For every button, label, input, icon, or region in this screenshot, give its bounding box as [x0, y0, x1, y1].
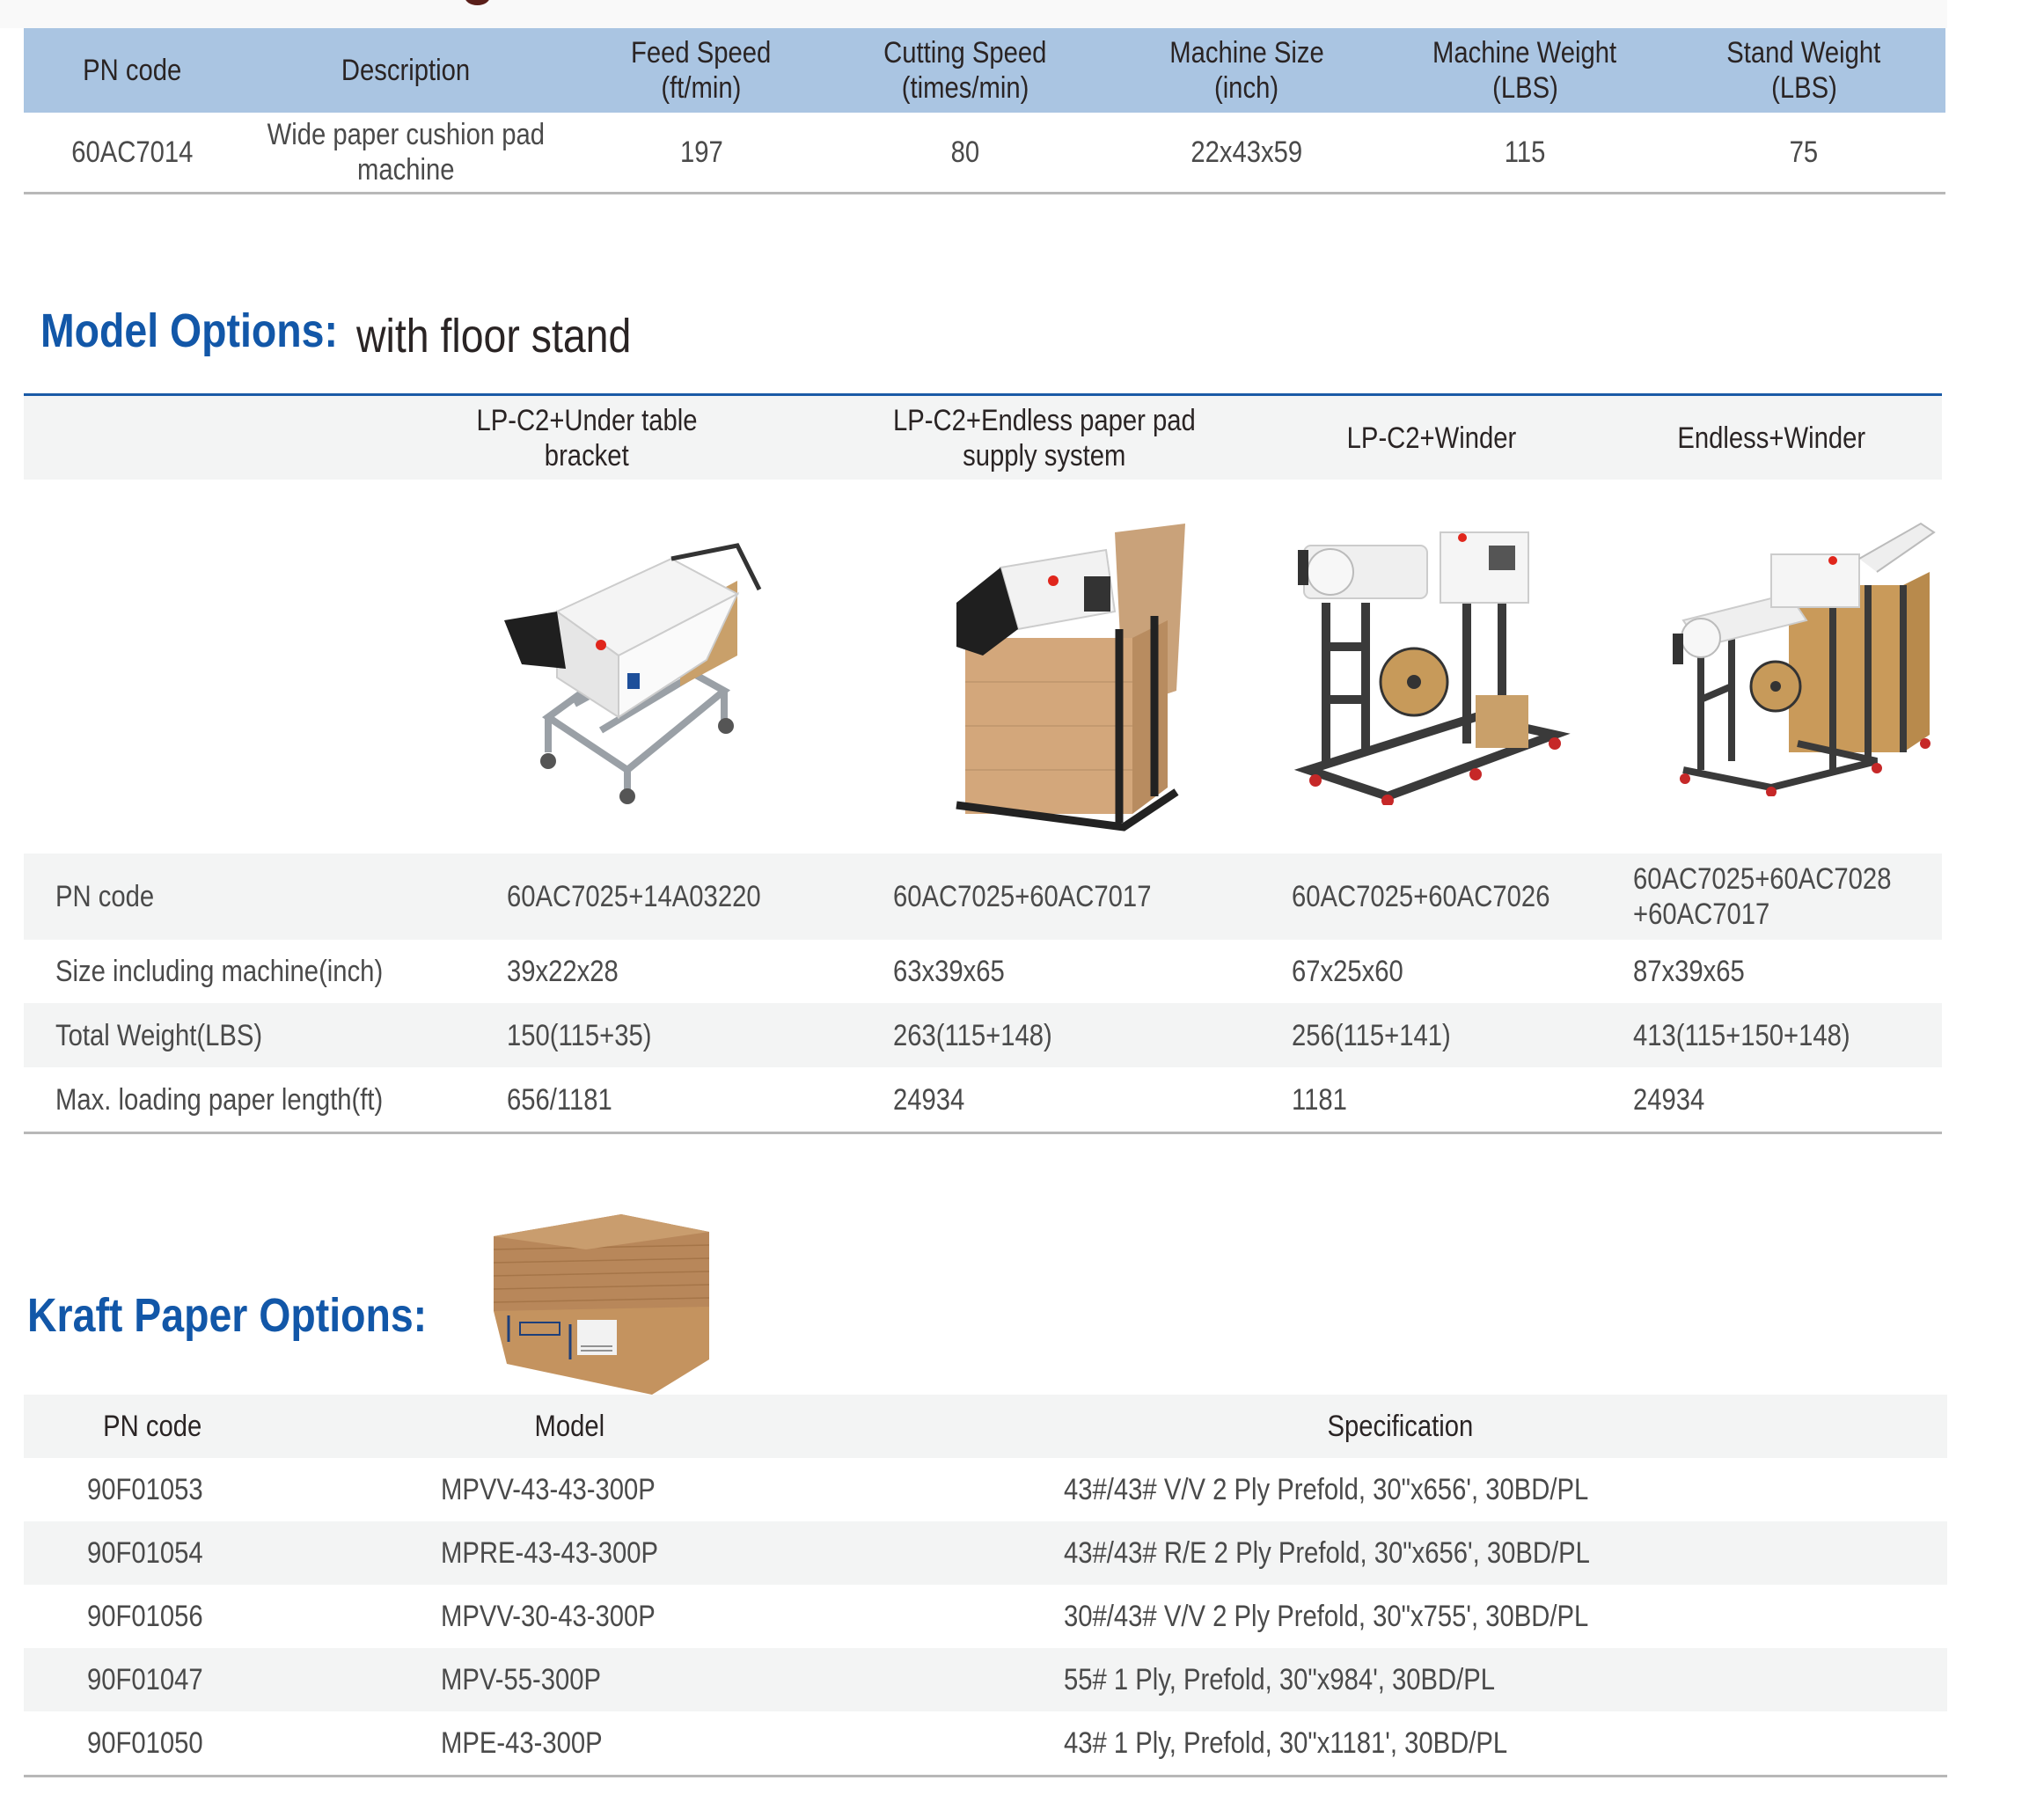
cell-spec: 30#/43# V/V 2 Ply Prefold, 30"x755', 30B… — [1064, 1599, 1589, 1633]
cell-col4: 413(115+150+148) — [1633, 1018, 1850, 1052]
cell-pn: 90F01054 — [87, 1535, 203, 1570]
cell-col3: 256(115+141) — [1292, 1018, 1451, 1052]
mo-row-pn-code: PN code 60AC7025+14A03220 60AC7025+60AC7… — [24, 854, 1942, 940]
cell-col3: 67x25x60 — [1292, 955, 1403, 988]
top-band — [0, 0, 1947, 28]
row-label: Max. loading paper length(ft) — [55, 1082, 384, 1117]
partial-image-fragment — [465, 0, 490, 5]
cell-col3: 60AC7025+60AC7026 — [1292, 880, 1550, 913]
cell-machine-size: 22x43x59 — [1191, 136, 1303, 169]
model-options-image-row — [24, 480, 1942, 854]
cell-col2: 60AC7025+60AC7017 — [893, 880, 1152, 913]
cell-spec: 43#/43# R/E 2 Ply Prefold, 30"x656', 30B… — [1064, 1535, 1590, 1570]
header-winder: LP-C2+Winder — [1346, 421, 1517, 455]
model-options-subtitle: with floor stand — [355, 310, 632, 363]
cell-spec: 43# 1 Ply, Prefold, 30"x1181', 30BD/PL — [1064, 1725, 1508, 1760]
model-options-bottom-rule — [24, 1132, 1942, 1134]
row-label: PN code — [55, 880, 155, 913]
cell-col1: 39x22x28 — [507, 955, 619, 988]
cell-col4: 87x39x65 — [1633, 955, 1745, 988]
kraft-row: 90F01056 MPVV-30-43-300P 30#/43# V/V 2 P… — [24, 1585, 1947, 1648]
model-options-heading: Model Options: with floor stand — [40, 304, 676, 365]
kraft-row: 90F01050 MPE-43-300P 43# 1 Ply, Prefold,… — [24, 1711, 1947, 1775]
cell-spec: 43#/43# V/V 2 Ply Prefold, 30"x656', 30B… — [1064, 1472, 1589, 1506]
cell-stand-weight: 75 — [1789, 136, 1819, 169]
row-label: Total Weight(LBS) — [55, 1018, 263, 1052]
cell-pn: 90F01050 — [87, 1725, 203, 1760]
cell-col2: 63x39x65 — [893, 955, 1005, 988]
cell-machine-weight: 115 — [1504, 136, 1546, 169]
cell-feed-speed: 197 — [679, 136, 723, 169]
kraft-row: 90F01054 MPRE-43-43-300P 43#/43# R/E 2 P… — [24, 1521, 1947, 1585]
cell-pn-code: 60AC7014 — [70, 136, 194, 169]
cell-col4: 60AC7025+60AC7028+60AC7017 — [1633, 862, 1892, 931]
cell-col2: 24934 — [893, 1082, 965, 1117]
mo-row-total-weight: Total Weight(LBS) 150(115+35) 263(115+14… — [24, 1003, 1942, 1067]
cell-spec: 55# 1 Ply, Prefold, 30"x984', 30BD/PL — [1064, 1662, 1496, 1696]
cell-col1: 150(115+35) — [507, 1018, 652, 1052]
header-stand-weight: Stand Weight(LBS) — [1726, 36, 1881, 105]
cell-model: MPE-43-300P — [441, 1725, 603, 1760]
header-endless-winder: Endless+Winder — [1677, 421, 1865, 455]
mo-row-size: Size including machine(inch) 39x22x28 63… — [24, 940, 1942, 1003]
cell-col3: 1181 — [1292, 1082, 1347, 1117]
header-cutting-speed: Cutting Speed(times/min) — [883, 36, 1047, 105]
kraft-paper-box-image — [493, 1214, 710, 1395]
header-feed-speed: Feed Speed(ft/min) — [631, 36, 772, 105]
header-description: Description — [341, 54, 471, 87]
cell-pn: 90F01047 — [87, 1662, 203, 1696]
cell-pn: 90F01056 — [87, 1599, 203, 1633]
cell-col1: 656/1181 — [507, 1082, 612, 1117]
row-label: Size including machine(inch) — [55, 955, 384, 988]
cell-col4: 24934 — [1633, 1082, 1705, 1117]
cell-pn: 90F01053 — [87, 1472, 203, 1506]
kraft-options-title: Kraft Paper Options: — [27, 1289, 428, 1342]
endless-winder-machine-image — [1673, 522, 1936, 796]
spec-table-header: PN code Description Feed Speed(ft/min) C… — [24, 28, 1945, 113]
cell-model: MPV-55-300P — [441, 1662, 602, 1696]
model-options-top-rule — [24, 393, 1942, 396]
under-table-bracket-machine-image — [504, 543, 762, 804]
kraft-row: 90F01053 MPVV-43-43-300P 43#/43# V/V 2 P… — [24, 1458, 1947, 1521]
header-machine-weight: Machine Weight(LBS) — [1432, 36, 1617, 105]
winder-machine-image — [1293, 531, 1571, 805]
header-pn-code: PN code — [82, 54, 182, 87]
kraft-row: 90F01047 MPV-55-300P 55# 1 Ply, Prefold,… — [24, 1648, 1947, 1711]
endless-paper-pad-supply-image — [956, 524, 1185, 832]
cell-model: MPVV-30-43-300P — [441, 1599, 656, 1633]
kraft-bottom-rule — [24, 1775, 1947, 1777]
header-machine-size: Machine Size(inch) — [1169, 36, 1324, 105]
model-options-title: Model Options: — [40, 304, 338, 357]
header-model: Model — [534, 1410, 604, 1443]
mo-row-max-loading: Max. loading paper length(ft) 656/1181 2… — [24, 1067, 1942, 1132]
cell-model: MPRE-43-43-300P — [441, 1535, 659, 1570]
header-pn-code: PN code — [102, 1410, 202, 1443]
cell-col1: 60AC7025+14A03220 — [507, 880, 761, 913]
header-specification: Specification — [1327, 1410, 1473, 1443]
cell-model: MPVV-43-43-300P — [441, 1472, 656, 1506]
cell-cutting-speed: 80 — [950, 136, 980, 169]
cell-col2: 263(115+148) — [893, 1018, 1052, 1052]
kraft-table-header: PN code Model Specification — [24, 1395, 1947, 1458]
